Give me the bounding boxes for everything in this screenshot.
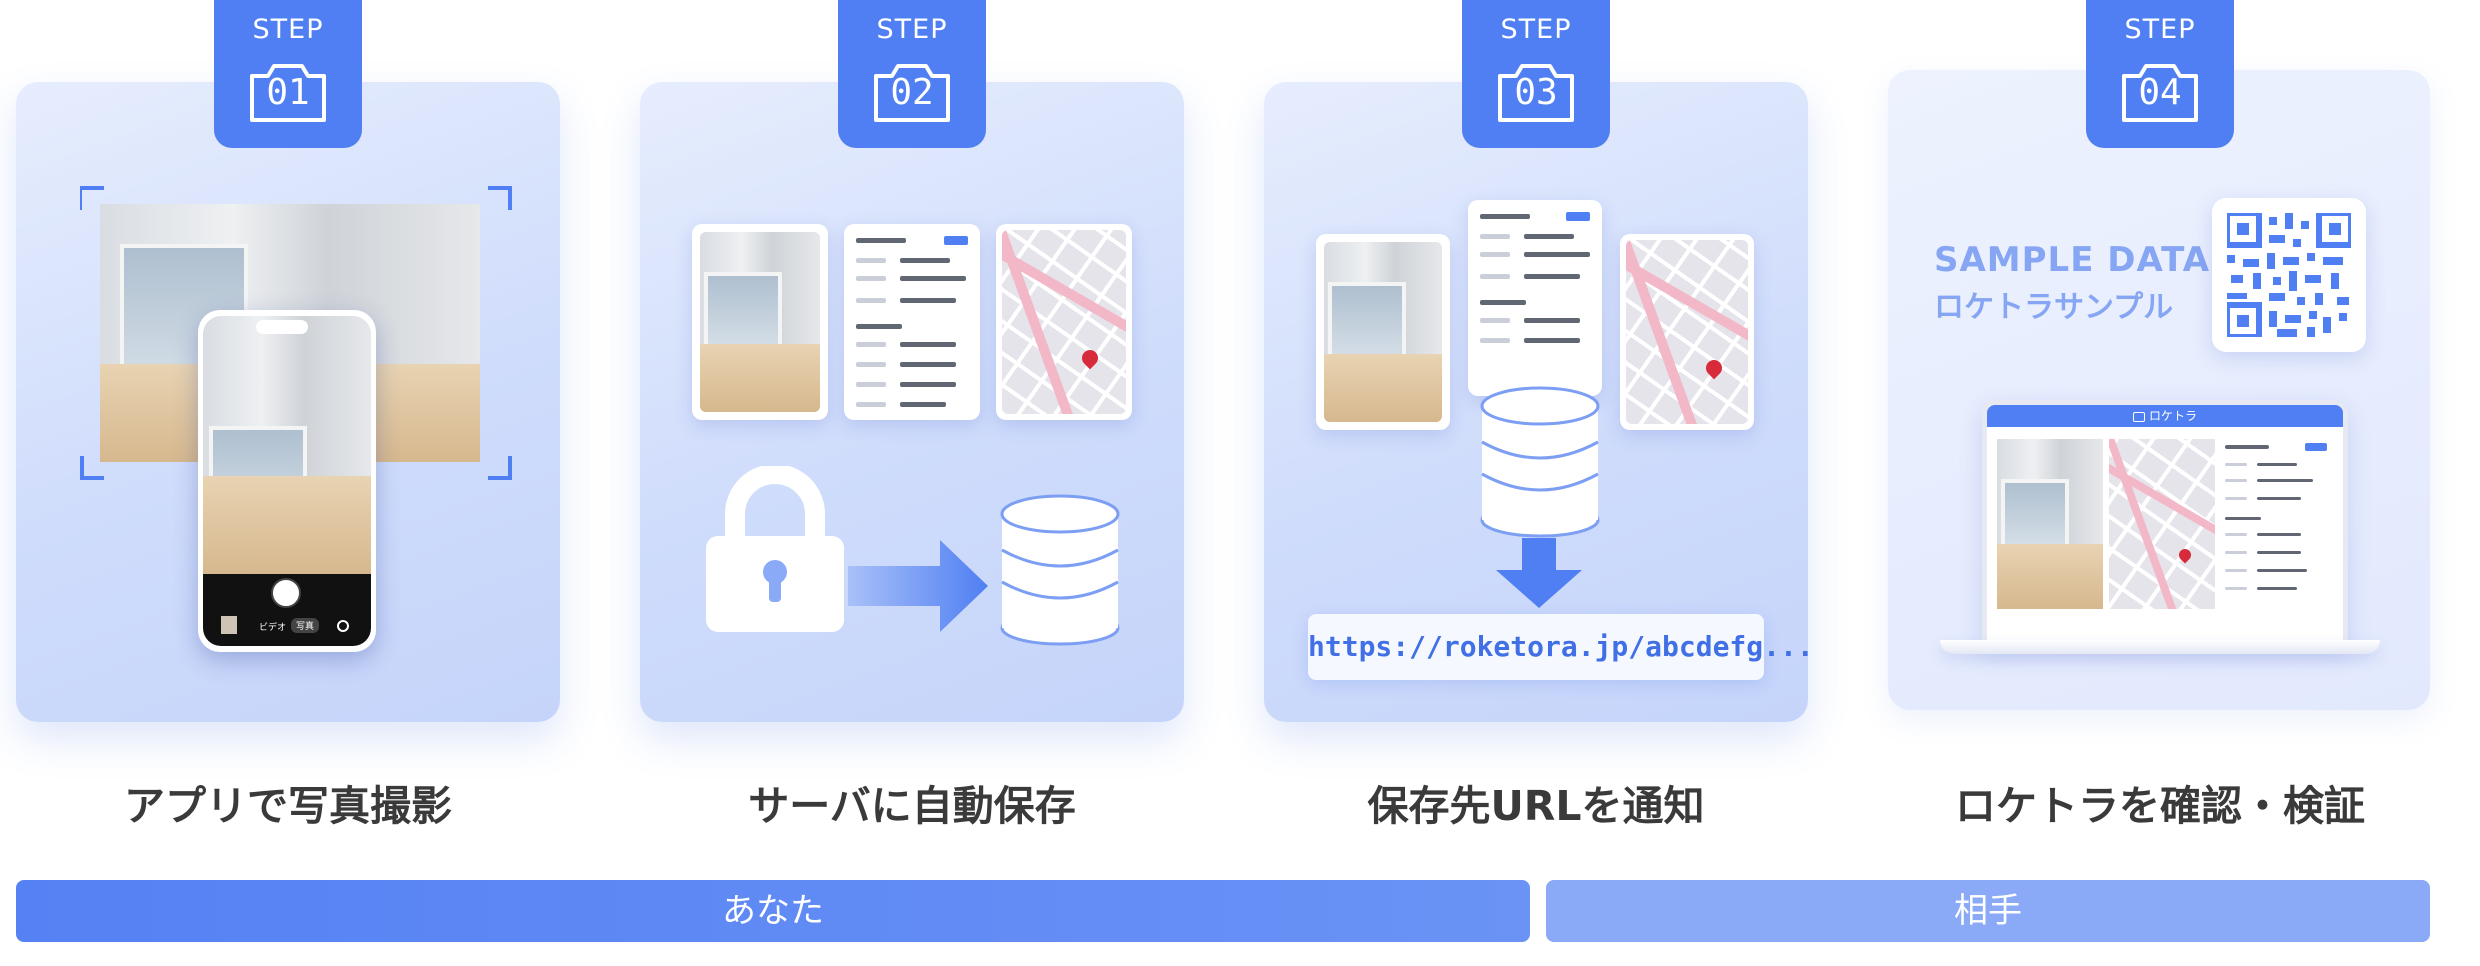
laptop-app-header: ロケトラ: [1987, 405, 2343, 427]
app-logo-icon: [2132, 411, 2145, 422]
step-3-card: https://roketora.jp/abcdefg...: [1264, 82, 1814, 722]
mode-photo-label[interactable]: 写真: [291, 618, 320, 633]
step-3-number: 03: [1514, 72, 1558, 113]
qr-code[interactable]: [2212, 198, 2366, 352]
step-2-label: STEP: [876, 14, 948, 45]
step-1-number: 01: [266, 72, 310, 113]
mode-video-label[interactable]: ビデオ: [259, 623, 287, 633]
database-icon: [1480, 386, 1600, 538]
shutter-button[interactable]: [271, 578, 301, 608]
step-1-card: ビデオ 写真: [16, 82, 560, 722]
step-3-badge: STEP 03: [1462, 0, 1610, 148]
laptop-app-name: ロケトラ: [2148, 409, 2197, 423]
photo-thumbnail: [1316, 234, 1450, 430]
storage-url-box[interactable]: https://roketora.jp/abcdefg...: [1308, 614, 1814, 680]
camera-icon: [2122, 64, 2198, 122]
step-2-number: 02: [890, 72, 934, 113]
step-2-caption: サーバに自動保存: [748, 782, 1076, 830]
metadata-document-thumbnail: [844, 224, 980, 420]
step-2-card: [640, 82, 1184, 722]
map-thumbnail: [996, 224, 1132, 420]
arrow-right-icon: [848, 540, 988, 632]
sample-data-japanese-label: ロケトラサンプル: [1934, 290, 2174, 325]
step-4-label: STEP: [2124, 14, 2196, 45]
step-4-number: 04: [2138, 72, 2182, 113]
step-4-badge: STEP 04: [2086, 0, 2234, 148]
sample-data-label: SAMPLE DATA: [1934, 240, 2211, 280]
camera-icon: [874, 64, 950, 122]
switch-camera-icon[interactable]: [337, 620, 349, 632]
step-3-caption: 保存先URLを通知: [1367, 782, 1705, 830]
photo-thumbnail: [692, 224, 828, 420]
step-1-caption: アプリで写真撮影: [124, 782, 452, 830]
camera-icon: [250, 64, 326, 122]
step-1-badge: STEP 01: [214, 0, 362, 148]
gallery-thumbnail[interactable]: [221, 616, 237, 634]
laptop-base: [1940, 640, 2380, 654]
database-icon: [1000, 494, 1120, 646]
qr-code-icon: [2227, 213, 2351, 337]
you-bar-label: あなた: [722, 891, 824, 931]
storage-url-text: https://roketora.jp/abcdefg...: [1308, 630, 1814, 663]
step-4-card: SAMPLE DATA ロケトラサンプル: [1888, 70, 2430, 710]
arrow-down-icon: [1496, 538, 1582, 608]
you-bar: あなた: [16, 880, 1530, 942]
step-4-caption: ロケトラを確認・検証: [1955, 782, 2365, 830]
step-3-label: STEP: [1500, 14, 1572, 45]
partner-bar: 相手: [1546, 880, 2430, 942]
step-1-label: STEP: [252, 14, 324, 45]
lock-icon: [706, 466, 844, 632]
camera-icon: [1498, 64, 1574, 122]
metadata-document-thumbnail: [1468, 200, 1602, 396]
map-thumbnail: [1620, 234, 1754, 430]
laptop: ロケトラ: [1982, 400, 2348, 646]
viewfinder-frame: [80, 186, 512, 480]
step-2-badge: STEP 02: [838, 0, 986, 148]
smartphone: ビデオ 写真: [198, 310, 376, 652]
partner-bar-label: 相手: [1954, 891, 2022, 931]
